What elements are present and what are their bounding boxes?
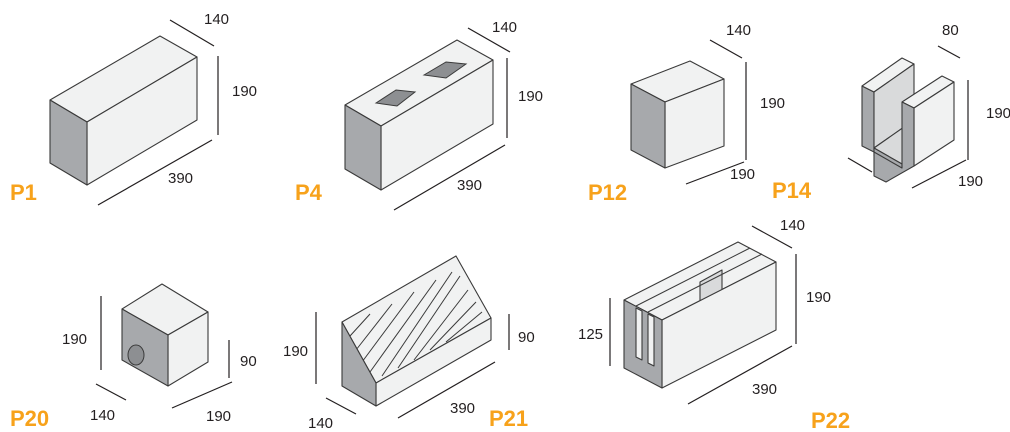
p21-code: P21 [489, 406, 528, 431]
p20-width-dim-line [95, 383, 127, 401]
p22-groove-line-2 [647, 253, 763, 313]
p12-side-face [630, 83, 666, 169]
p22-groove-line-1 [635, 247, 751, 307]
p22-width-dim-line [751, 225, 793, 249]
p4-height-label: 190 [518, 88, 543, 105]
block-p4: 140 190 390 P4 [295, 19, 543, 211]
block-p20: 190 90 140 190 P20 [10, 283, 257, 431]
p4-end-face [344, 104, 382, 191]
p21-length-dim-line [397, 361, 496, 419]
p12-width-label: 140 [726, 22, 751, 39]
p4-core-hole-1 [374, 89, 417, 107]
p4-width-dim-line [467, 27, 511, 53]
p14-width-dim-line [937, 45, 961, 59]
p1-code: P1 [10, 180, 37, 205]
p14-height-label: 190 [986, 105, 1010, 122]
p14-width-label: 80 [942, 22, 959, 39]
block-p14: 80 190 190 P14 [772, 22, 1010, 203]
p1-end-face [49, 99, 88, 186]
p4-length-dim-line [393, 144, 506, 211]
p20-height-label: 190 [62, 331, 87, 348]
p4-width-label: 140 [492, 19, 517, 36]
p14-depth-dim-line [847, 157, 873, 173]
block-p12: 140 190 190 P12 [588, 22, 785, 205]
p14-left-wall-end [861, 85, 875, 153]
p20-width-label: 140 [90, 407, 115, 424]
p21-width-dim-line [325, 397, 357, 415]
block-p1: 140 190 390 P1 [10, 11, 257, 206]
p12-code: P12 [588, 180, 627, 205]
p20-length-label: 190 [206, 408, 231, 425]
p12-width-dim-line [709, 39, 743, 59]
p14-length-label: 190 [958, 173, 983, 190]
p1-length-label: 390 [168, 170, 193, 187]
p21-side-height-label: 90 [518, 329, 535, 346]
p12-length-label: 190 [730, 166, 755, 183]
p22-inner-height-label: 125 [578, 326, 603, 343]
p21-end-face [341, 321, 377, 407]
p12-length-dim-line [685, 161, 745, 185]
p22-length-dim-line [687, 345, 793, 405]
p4-core-hole-2 [422, 61, 468, 79]
p20-code: P20 [10, 406, 49, 431]
block-p21: 190 90 140 390 P21 [283, 255, 535, 432]
p22-code: P22 [811, 408, 850, 432]
block-p22: 140 190 125 390 P22 [578, 217, 850, 432]
p22-height-label: 190 [806, 289, 831, 306]
p1-width-label: 140 [204, 11, 229, 28]
p22-end-slot-2 [647, 313, 655, 367]
p14-code: P14 [772, 178, 812, 203]
p21-hatch-pattern [349, 271, 483, 377]
p20-round-hole [127, 344, 145, 366]
p20-end-face [121, 308, 169, 387]
p21-length-label: 390 [450, 400, 475, 417]
p14-front-profile [873, 101, 915, 183]
p1-length-dim-line [97, 139, 213, 206]
p4-code: P4 [295, 180, 323, 205]
p14-length-dim-line [911, 159, 967, 189]
p1-height-label: 190 [232, 83, 257, 100]
p22-width-label: 140 [780, 217, 805, 234]
p21-height-label: 190 [283, 343, 308, 360]
p12-height-label: 190 [760, 95, 785, 112]
p4-length-label: 390 [457, 177, 482, 194]
p21-width-label: 140 [308, 415, 333, 432]
p1-width-dim-line [169, 19, 215, 47]
p20-length-dim-line [171, 381, 233, 409]
p22-end-slot-1 [635, 307, 643, 361]
p22-length-label: 390 [752, 381, 777, 398]
p20-side-height-label: 90 [240, 353, 257, 370]
